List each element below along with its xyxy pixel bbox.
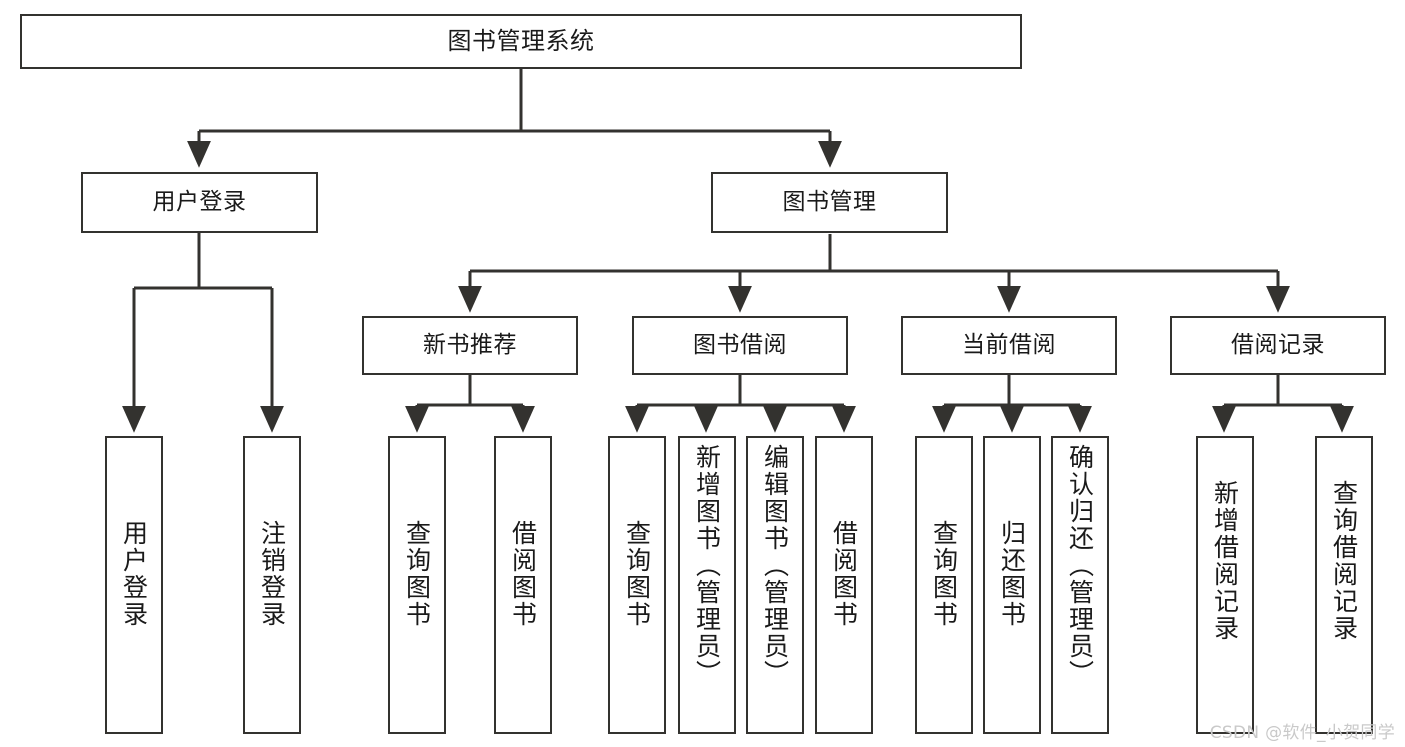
node-borrow-record[interactable]: 借阅记录 (1170, 316, 1386, 375)
node-label: 查询图书 (622, 520, 652, 628)
csdn-watermark: CSDN @软件_小贺同学 (1209, 723, 1395, 743)
leaf-new-book-2[interactable]: 借阅图书 (494, 436, 552, 734)
leaf-current-borrow-2[interactable]: 归还图书 (983, 436, 1041, 734)
leaf-new-book-1[interactable]: 查询图书 (388, 436, 446, 734)
node-label: 图书借阅 (693, 332, 787, 359)
node-label: 借阅图书 (508, 520, 538, 628)
node-root-system[interactable]: 图书管理系统 (20, 14, 1022, 69)
node-user-login[interactable]: 用户登录 (81, 172, 318, 233)
node-label: 查询借阅记录 (1329, 480, 1359, 642)
node-label: 当前借阅 (962, 332, 1056, 359)
node-label: 用户登录 (119, 520, 149, 628)
node-book-borrow[interactable]: 图书借阅 (632, 316, 848, 375)
leaf-book-borrow-3[interactable]: 编辑图书（管理员） (746, 436, 804, 734)
leaf-current-borrow-3[interactable]: 确认归还（管理员） (1051, 436, 1109, 734)
leaf-book-borrow-2[interactable]: 新增图书（管理员） (678, 436, 736, 734)
node-label: 借阅图书 (829, 520, 859, 628)
node-label: 借阅记录 (1231, 332, 1325, 359)
node-label: 新书推荐 (423, 332, 517, 359)
node-label: 新增借阅记录 (1210, 480, 1240, 642)
node-book-manage[interactable]: 图书管理 (711, 172, 948, 233)
node-label: 图书管理系统 (447, 26, 595, 55)
node-label: 查询图书 (929, 520, 959, 628)
leaf-user-login-1[interactable]: 用户登录 (105, 436, 163, 734)
node-current-borrow[interactable]: 当前借阅 (901, 316, 1117, 375)
leaf-borrow-record-2[interactable]: 查询借阅记录 (1315, 436, 1373, 734)
node-label: 查询图书 (402, 520, 432, 628)
node-label: 归还图书 (997, 520, 1027, 628)
node-label: 确认归还（管理员） (1065, 444, 1095, 687)
leaf-book-borrow-4[interactable]: 借阅图书 (815, 436, 873, 734)
leaf-user-login-2[interactable]: 注销登录 (243, 436, 301, 734)
leaf-borrow-record-1[interactable]: 新增借阅记录 (1196, 436, 1254, 734)
node-new-book-recommend[interactable]: 新书推荐 (362, 316, 578, 375)
node-label: 编辑图书（管理员） (760, 444, 790, 687)
node-label: 用户登录 (152, 189, 247, 216)
node-label: 新增图书（管理员） (692, 444, 722, 687)
leaf-book-borrow-1[interactable]: 查询图书 (608, 436, 666, 734)
node-label: 注销登录 (257, 520, 287, 628)
node-label: 图书管理 (782, 189, 877, 216)
leaf-current-borrow-1[interactable]: 查询图书 (915, 436, 973, 734)
